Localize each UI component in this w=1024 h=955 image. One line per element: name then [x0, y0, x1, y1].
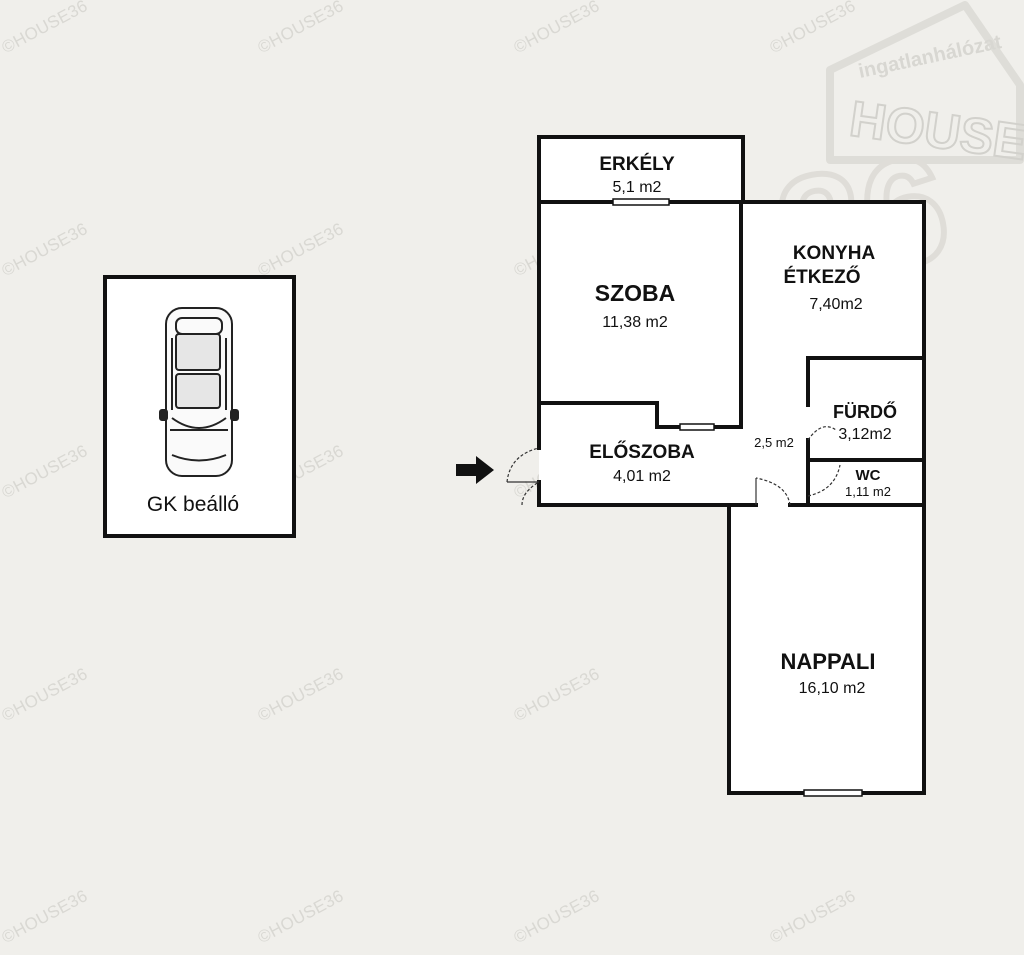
parking-space: GK beálló	[103, 275, 296, 538]
erkely-name: ERKÉLY	[599, 153, 675, 175]
entrance-door-swing	[506, 447, 540, 483]
konyha-name-line1: KONYHA	[793, 243, 876, 264]
eloszoba-area: 4,01 m2	[613, 468, 671, 485]
room-erkely	[539, 137, 743, 202]
wc-name: WC	[856, 467, 881, 484]
fuerdo-name: FÜRDŐ	[833, 401, 897, 422]
nappali-area: 16,10 m2	[799, 680, 866, 697]
konyha-area: 7,40m2	[809, 296, 862, 313]
fuerdo-area: 3,12m2	[838, 426, 891, 443]
wc-area: 1,11 m2	[845, 484, 891, 499]
entrance-arrow-icon	[456, 456, 494, 484]
szoba-name: SZOBA	[595, 280, 676, 306]
parking-label: GK beálló	[147, 493, 239, 516]
room-nappali	[729, 505, 924, 793]
hallway-area: 2,5 m2	[754, 435, 794, 450]
logo-tagline: ingatlanhálózat	[856, 31, 1003, 83]
szoba-area: 11,38 m2	[602, 314, 668, 331]
erkely-area: 5,1 m2	[613, 179, 662, 196]
konyha-name-line2: ÉTKEZŐ	[783, 266, 860, 288]
apartment	[506, 135, 926, 797]
car-icon	[159, 307, 239, 477]
nappali-name: NAPPALI	[781, 649, 876, 674]
eloszoba-name: ELŐSZOBA	[589, 441, 695, 463]
